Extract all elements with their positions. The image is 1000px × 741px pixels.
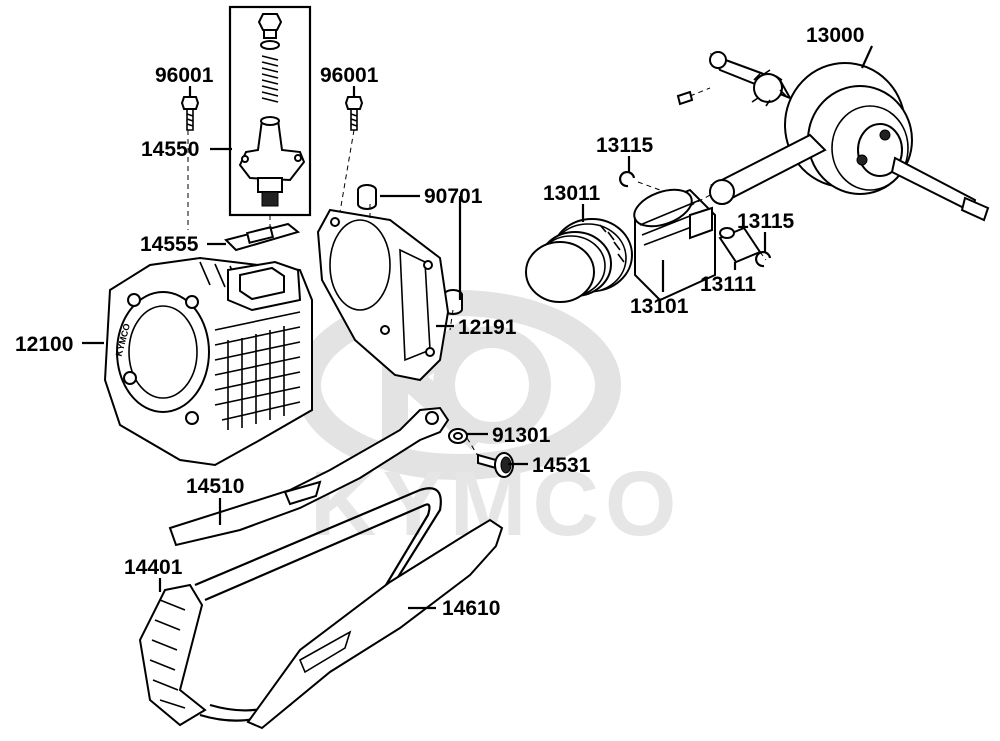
label-14531: 14531: [532, 454, 591, 477]
label-12100: 12100: [15, 333, 73, 356]
label-90701: 90701: [424, 185, 483, 208]
label-13000: 13000: [806, 24, 864, 47]
guide-bolt-part: [477, 452, 514, 478]
label-13115-upper: 13115: [596, 134, 654, 157]
dowel-pin-upper-part: [357, 184, 377, 210]
label-91301: 91301: [492, 424, 551, 447]
label-96001-left: 96001: [155, 64, 214, 87]
piston-clip-upper-part: [619, 171, 636, 188]
piston-clip-lower-part: [755, 251, 772, 268]
label-14510: 14510: [186, 475, 244, 498]
cam-chain-tensioner-part: [228, 5, 312, 217]
label-14610: 14610: [442, 597, 500, 620]
label-13115-lower: 13115: [737, 210, 795, 233]
crankshaft-part: [676, 51, 990, 222]
tensioner-slipper-part: [168, 406, 450, 547]
chain-guide-part: [246, 518, 504, 730]
label-12191: 12191: [458, 316, 517, 339]
cylinder-gasket-part: [316, 208, 450, 382]
label-96001-right: 96001: [320, 64, 379, 87]
label-14401: 14401: [124, 556, 183, 579]
guide-washer-part: [448, 428, 468, 444]
label-14550: 14550: [141, 138, 199, 161]
tensioner-bolt-left-part: [180, 96, 200, 131]
tensioner-gasket-part: [224, 222, 301, 252]
cylinder-part: KYMCO: [103, 256, 313, 467]
assembly-guide-lines: [187, 87, 767, 457]
label-13011: 13011: [543, 182, 601, 205]
piston-rings-part: [525, 218, 633, 303]
label-14555: 14555: [140, 233, 199, 256]
label-13111: 13111: [700, 273, 756, 296]
piston-part: [633, 188, 716, 302]
leader-lines: [82, 45, 874, 610]
piston-pin-part: [718, 226, 762, 264]
part-labels: 96001 96001 14550 14555 12100 90701 1219…: [15, 24, 864, 620]
label-13101: 13101: [630, 295, 689, 318]
tensioner-bolt-right-part: [344, 96, 364, 131]
